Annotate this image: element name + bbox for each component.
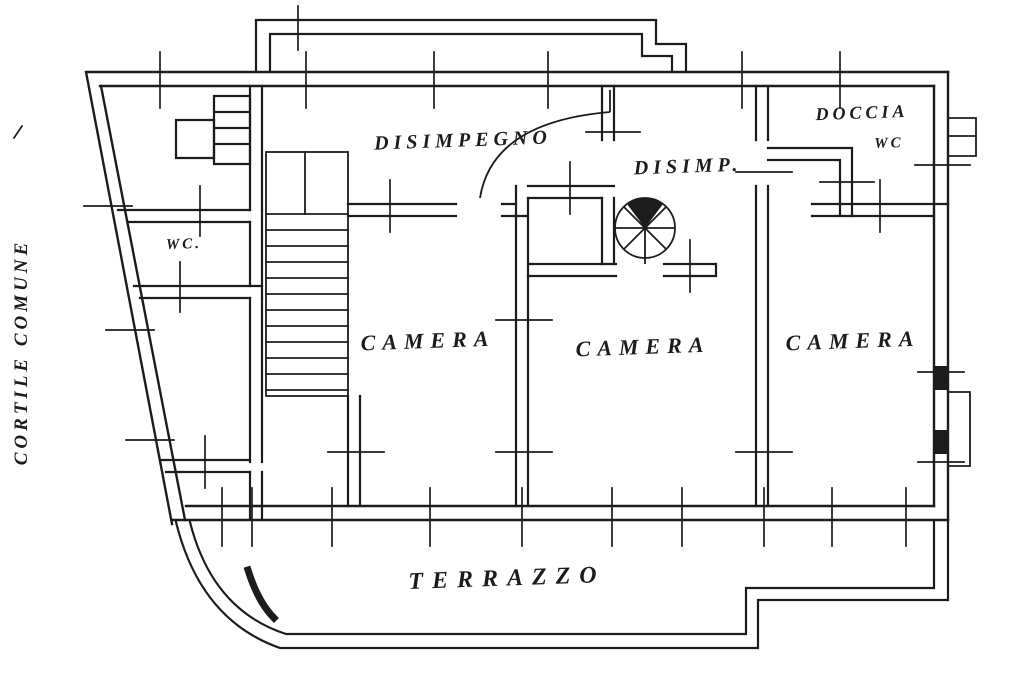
label-courtyard: CORTILE COMUNE (11, 238, 32, 466)
window-details (934, 117, 977, 467)
spiral-staircase (614, 197, 676, 264)
label-bedroom-center: CAMERA (575, 331, 711, 362)
upper-projection (254, 18, 688, 74)
dimension-ticks (12, 5, 971, 547)
interior-walls (116, 84, 950, 522)
label-wc: WC. (165, 235, 203, 254)
label-shower-wc: WC (874, 134, 904, 153)
label-shower-room: DOCCIA (815, 100, 909, 125)
staircase (265, 151, 349, 397)
door-swing-arc (479, 90, 611, 199)
label-bedroom-right: CAMERA (785, 325, 921, 356)
outer-walls (84, 70, 950, 526)
label-bedroom-left: CAMERA (360, 325, 496, 356)
terrace-outline (174, 520, 950, 650)
label-hallway-small: DISIMP. (633, 153, 743, 180)
